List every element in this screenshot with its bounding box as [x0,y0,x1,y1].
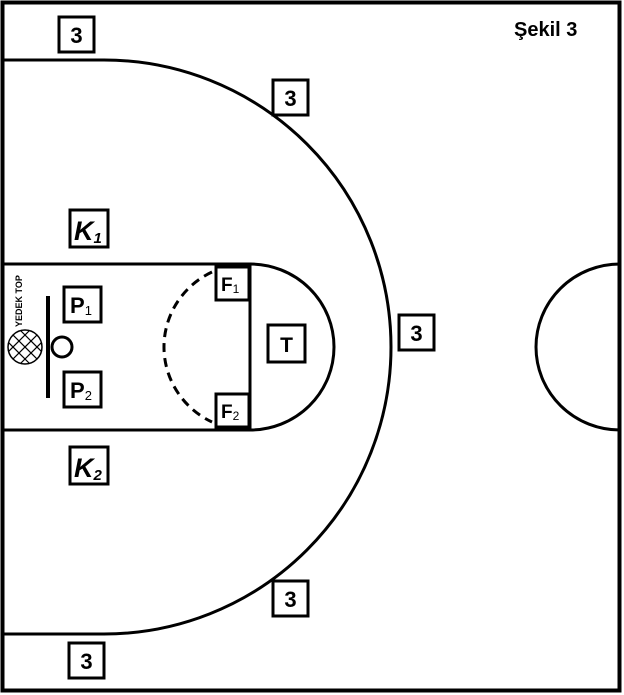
three-point-box-top-wing: 3 [271,78,310,117]
three-point-line [4,58,393,636]
free-throw-circle-inner-dashed [162,270,213,424]
free-throw-circle-outer [249,262,336,432]
svg-text:T: T [280,334,293,357]
svg-text:3: 3 [284,587,296,612]
svg-text:3: 3 [284,86,296,111]
three-point-box-bottom-left: 3 [67,641,106,680]
svg-text:K1: K1 [74,216,102,247]
basket-hoop-icon [50,335,74,359]
position-t: T [266,323,307,364]
free-throw-lane [4,262,252,432]
three-point-box-bottom-wing: 3 [271,579,310,618]
svg-text:P2: P2 [70,378,92,403]
spare-ball-label: YEDEK TOP [14,275,24,327]
three-point-box-top-left: 3 [57,15,96,54]
svg-text:3: 3 [70,23,82,48]
svg-text:3: 3 [410,321,422,346]
position-f1: F1 [214,265,251,302]
position-k1: K1 [68,208,110,249]
position-k2: K2 [68,445,110,486]
svg-text:F1: F1 [221,275,240,296]
position-p1: P1 [62,285,103,324]
position-p2: P2 [62,370,103,409]
figure-title: Şekil 3 [514,19,577,41]
svg-text:P1: P1 [70,293,92,318]
center-circle [534,262,621,432]
svg-text:3: 3 [80,649,92,674]
svg-text:K2: K2 [74,453,103,484]
position-f2: F2 [214,392,251,429]
svg-text:F2: F2 [221,402,240,423]
three-point-box-top-of-key: 3 [397,313,436,352]
